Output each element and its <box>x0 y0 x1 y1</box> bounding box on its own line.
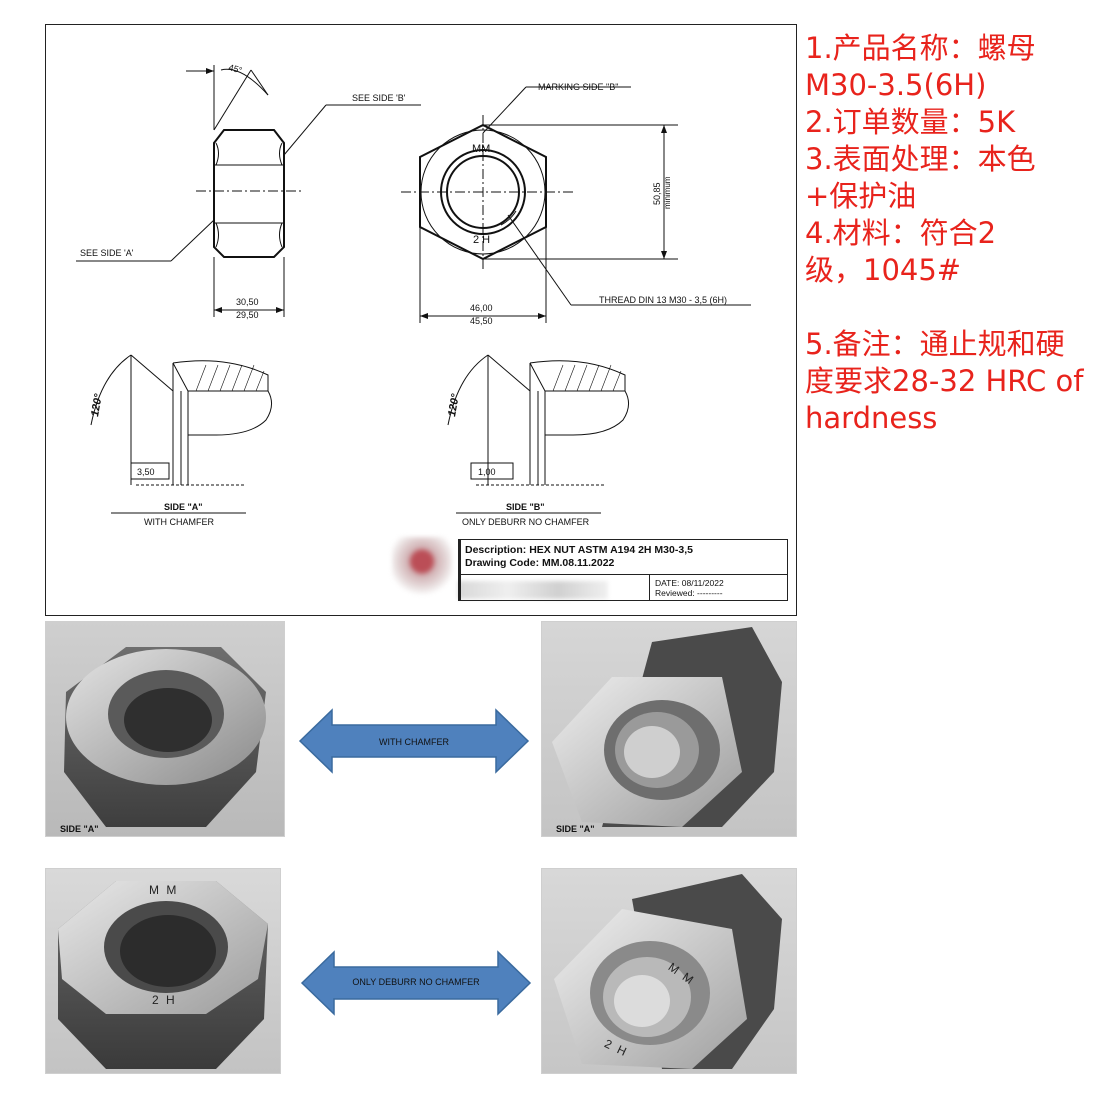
title-block: Description: HEX NUT ASTM A194 2H M30-3,… <box>458 539 788 601</box>
marking-side-b-label: MARKING SIDE "B" <box>538 82 618 92</box>
dim-af-max: 46,00 <box>470 303 493 313</box>
note-line-1: 1.产品名称：螺母 <box>805 31 1036 65</box>
note-line-8: 5.备注：通止规和硬 <box>805 327 1065 361</box>
note-line-7: 级，1045# <box>805 253 962 287</box>
angle-120-label-a: 120° <box>89 392 105 417</box>
photo-3-mark-mm: M M <box>149 883 179 897</box>
angle-120-label-b: 120° <box>446 392 462 417</box>
double-arrow-with-chamfer: WITH CHAMFER <box>298 708 530 774</box>
note-line-3: 2.订单数量：5K <box>805 105 1016 139</box>
angle-45-label: 45° <box>227 62 243 75</box>
section-side-b <box>447 354 629 514</box>
mark-mm-drawing: MM <box>472 143 490 155</box>
note-line-5: +保护油 <box>805 179 917 213</box>
photo-side-a-right: SIDE "A" <box>541 621 797 837</box>
side-a-subtitle: WITH CHAMFER <box>144 517 214 527</box>
dim-corners-value: 50,85 <box>652 182 662 205</box>
see-side-a-label: SEE SIDE 'A' <box>80 248 134 258</box>
note-line-6: 4.材料：符合2 <box>805 216 997 250</box>
drawing-code-label: Drawing Code: <box>465 557 540 569</box>
nut-photo-2 <box>552 627 782 827</box>
dim-side-b: 1,00 <box>478 467 496 477</box>
photo-3-mark-2h: 2 H <box>152 993 177 1007</box>
photo-side-a-left: SIDE "A" <box>45 621 285 837</box>
blurred-text-strip <box>458 581 608 599</box>
arrow-top-label: WITH CHAMFER <box>379 737 449 747</box>
mark-2h-drawing: 2 H <box>473 234 490 246</box>
photo-side-b-right: M M 2 H <box>541 868 797 1074</box>
arrow-bottom-label: ONLY DEBURR NO CHAMFER <box>352 977 480 987</box>
side-b-title: SIDE "B" <box>506 502 545 512</box>
see-side-b-label: SEE SIDE 'B' <box>352 93 406 103</box>
title-block-date-cell: DATE: 08/11/2022 Reviewed: --------- <box>655 578 724 598</box>
description-label: Description: <box>465 544 527 556</box>
dim-af-min: 45,50 <box>470 316 493 326</box>
note-line-10: hardness <box>805 401 938 435</box>
nut-front-view <box>401 86 751 323</box>
side-b-subtitle: ONLY DEBURR NO CHAMFER <box>462 517 590 527</box>
title-block-description: Description: HEX NUT ASTM A194 2H M30-3,… <box>465 544 693 570</box>
reviewed-field: Reviewed: --------- <box>655 588 723 598</box>
dim-height-max: 30,50 <box>236 297 259 307</box>
dim-side-a: 3,50 <box>137 467 155 477</box>
order-notes: 1.产品名称：螺母 M30-3.5(6H) 2.订单数量：5K 3.表面处理：本… <box>805 30 1105 437</box>
dim-corners-note: minimum <box>663 176 672 209</box>
side-a-title: SIDE "A" <box>164 502 203 512</box>
drawing-canvas: 45° SEE SIDE 'B' SEE SIDE 'A' MARKING SI… <box>76 62 751 527</box>
title-block-column-divider <box>649 574 650 600</box>
section-side-a <box>90 354 272 514</box>
double-arrow-no-chamfer: ONLY DEBURR NO CHAMFER <box>300 950 532 1016</box>
title-block-divider <box>459 574 787 575</box>
drawing-date: DATE: 08/11/2022 <box>655 578 724 588</box>
note-line-4: 3.表面处理：本色 <box>805 142 1036 176</box>
note-line-9: 度要求28-32 HRC of <box>805 364 1084 398</box>
description-value: HEX NUT ASTM A194 2H M30-3,5 <box>529 544 693 556</box>
blurred-logo <box>392 537 452 607</box>
nut-photo-3 <box>58 881 268 1069</box>
dim-height-min: 29,50 <box>236 310 259 320</box>
photo-2-label: SIDE "A" <box>556 824 595 834</box>
note-line-2: M30-3.5(6H) <box>805 68 987 102</box>
title-block-edge <box>459 540 461 600</box>
nut-photo-1 <box>64 647 266 827</box>
nut-side-view <box>76 65 421 317</box>
nut-photo-4 <box>554 874 782 1069</box>
photo-side-b-left: M M 2 H <box>45 868 281 1074</box>
thread-note: THREAD DIN 13 M30 - 3,5 (6H) <box>599 295 727 305</box>
photo-1-label: SIDE "A" <box>60 824 99 834</box>
drawing-code-value: MM.08.11.2022 <box>542 557 615 569</box>
technical-drawing: 45° SEE SIDE 'B' SEE SIDE 'A' MARKING SI… <box>45 24 797 616</box>
